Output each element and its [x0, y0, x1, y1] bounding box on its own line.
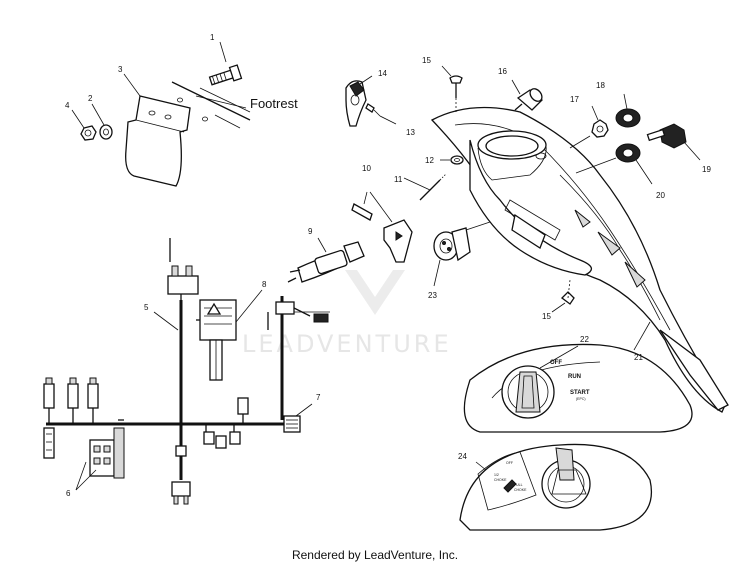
ignition-run-label: RUN [568, 374, 581, 380]
nut-18 [615, 93, 641, 128]
callout-3: 3 [118, 65, 123, 74]
callout-numbers: 1 2 3 4 5 6 7 8 9 10 11 12 13 14 15 15 1… [65, 33, 711, 498]
footer-credit: Rendered by LeadVenture, Inc. [291, 548, 459, 562]
bracket-14 [345, 75, 373, 127]
ignition-start-sub-label: (EPC) [576, 397, 586, 401]
ignition-off-label: OFF [550, 360, 562, 366]
screw-15-top [441, 65, 463, 112]
bulb-16 [511, 79, 543, 111]
switch-10 [351, 191, 413, 263]
callout-24: 24 [458, 452, 467, 461]
connector-9 [287, 237, 365, 283]
callout-15-lower: 15 [542, 312, 551, 321]
callout-16: 16 [498, 67, 507, 76]
choke-label-half: 1/2 [494, 473, 499, 477]
callout-19: 19 [702, 165, 711, 174]
callout-17: 17 [570, 95, 579, 104]
wiring-harness [43, 238, 330, 505]
nut-20 [615, 143, 653, 185]
footrest-group: Footrest [71, 41, 298, 187]
ignition-panel-22: OFF RUN START (EPC) [463, 343, 693, 433]
choke-label-choke-a: CHOKE [494, 478, 507, 482]
callout-18: 18 [596, 81, 605, 90]
socket-23 [433, 221, 491, 287]
footrest-label: Footrest [250, 96, 298, 111]
watermark: LEADVENTURE [242, 270, 452, 358]
star-washer-17 [591, 105, 609, 138]
callout-14: 14 [378, 69, 387, 78]
watermark-text: LEADVENTURE [242, 330, 452, 358]
callout-22: 22 [580, 335, 589, 344]
choke-label-off: OFF [506, 461, 513, 465]
callout-2: 2 [88, 94, 93, 103]
body-panel [430, 106, 729, 413]
callout-20: 20 [656, 191, 665, 200]
callout-12: 12 [425, 156, 434, 165]
callout-1: 1 [210, 33, 215, 42]
wire-11 [403, 173, 447, 201]
callout-5: 5 [144, 303, 149, 312]
grommet-12 [440, 155, 464, 165]
callout-6: 6 [66, 489, 71, 498]
ignition-start-label: START [570, 390, 590, 396]
callout-11: 11 [394, 175, 403, 184]
callout-23: 23 [428, 291, 437, 300]
callout-8: 8 [262, 280, 267, 289]
callout-7: 7 [316, 393, 321, 402]
bolt-1 [208, 64, 243, 86]
choke-panel-24: OFF 1/2 CHOKE FULL CHOKE [459, 443, 652, 531]
callout-4: 4 [65, 101, 70, 110]
callout-10: 10 [362, 164, 371, 173]
choke-label-full: FULL [514, 483, 523, 487]
screw-15-lower [551, 279, 575, 313]
choke-label-choke-b: CHOKE [514, 488, 527, 492]
callout-21: 21 [634, 353, 643, 362]
screw-13 [365, 103, 397, 125]
key-19 [646, 123, 701, 161]
callout-9: 9 [308, 227, 313, 236]
callout-13: 13 [406, 128, 415, 137]
callout-15-top: 15 [422, 56, 431, 65]
